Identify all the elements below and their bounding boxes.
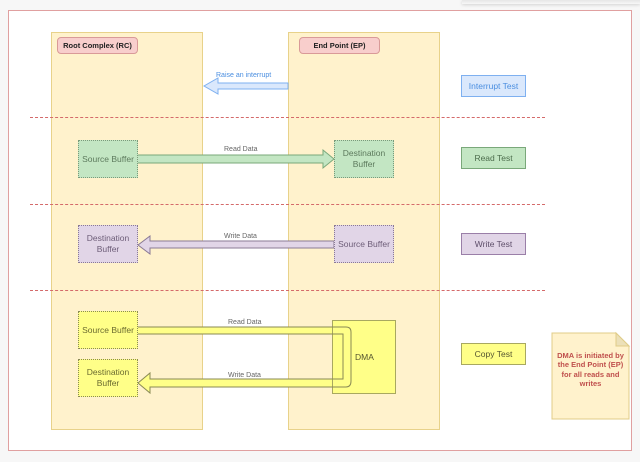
copy-write-arrow-label: Write Data: [228, 372, 261, 379]
write-destination-buffer: Destination Buffer: [78, 225, 138, 263]
copy-read-arrow-label: Read Data: [228, 319, 262, 326]
interrupt-arrow: [202, 77, 289, 95]
read-destination-buffer: Destination Buffer: [334, 140, 394, 178]
write-source-buffer: Source Buffer: [334, 225, 394, 263]
dma-note-text: DMA is initiated by the End Point (EP) f…: [557, 351, 624, 389]
copy-loop-arrow: [136, 326, 352, 395]
root-complex-title: Root Complex (RC): [57, 37, 138, 54]
dma-label: DMA: [355, 352, 374, 362]
dma-block: DMA: [332, 320, 396, 394]
read-data-arrow: [136, 148, 335, 170]
section-separator: [30, 204, 545, 205]
copy-test-box: Copy Test: [461, 343, 526, 365]
write-arrow-label: Write Data: [224, 233, 257, 240]
dma-note: DMA is initiated by the End Point (EP) f…: [552, 333, 629, 419]
note-shape: [551, 331, 631, 420]
read-test-box: Read Test: [461, 147, 526, 169]
copy-source-buffer: Source Buffer: [78, 311, 138, 349]
section-separator: [30, 290, 545, 291]
write-data-arrow: [137, 235, 335, 255]
end-point-title: End Point (EP): [299, 37, 380, 54]
read-arrow-label: Read Data: [224, 146, 258, 153]
write-test-box: Write Test: [461, 233, 526, 255]
copy-destination-buffer: Destination Buffer: [78, 359, 138, 397]
interrupt-arrow-label: Raise an interrupt: [216, 72, 272, 79]
section-separator: [30, 117, 545, 118]
window-shadow: [462, 0, 640, 4]
read-source-buffer: Source Buffer: [78, 140, 138, 178]
interrupt-test-box: Interrupt Test: [461, 75, 526, 97]
